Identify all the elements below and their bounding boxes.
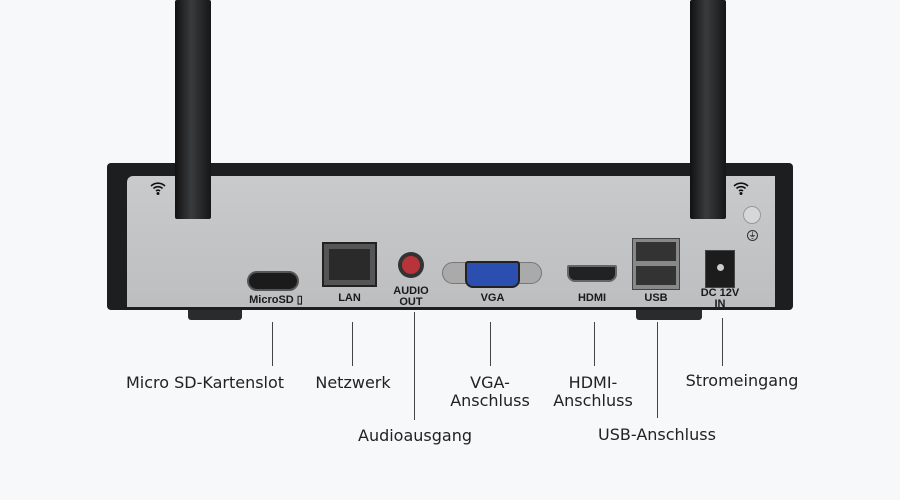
wifi-icon	[732, 180, 750, 200]
hdmi-port[interactable]	[567, 265, 617, 282]
audio-out-port[interactable]	[398, 252, 424, 278]
lan-port[interactable]	[322, 242, 377, 287]
microsd-port-label: MicroSD ▯	[249, 294, 303, 306]
callout-hdmi: HDMI-Anschluss	[553, 373, 633, 410]
device-foot	[636, 308, 702, 320]
microsd-slot[interactable]	[247, 271, 299, 291]
callout-line	[490, 322, 491, 366]
callout-line	[352, 322, 353, 366]
callout-microsd: Micro SD-Kartenslot	[125, 373, 285, 392]
callout-usb: USB-Anschluss	[598, 425, 716, 444]
callout-power: Stromeingang	[685, 371, 799, 390]
callout-line	[272, 322, 273, 366]
screw	[743, 206, 761, 224]
hdmi-port-label: HDMI	[577, 292, 607, 304]
vga-port-label: VGA	[480, 292, 505, 304]
usb-ports[interactable]	[632, 238, 680, 290]
right-antenna	[690, 0, 726, 219]
vga-port[interactable]	[465, 261, 520, 288]
callout-line	[657, 322, 658, 418]
dc-power-port[interactable]	[705, 250, 735, 288]
callout-vga: VGA-Anschluss	[450, 373, 530, 410]
callout-line	[594, 322, 595, 366]
ground-icon: ⏚	[747, 230, 758, 241]
usb-port-label: USB	[644, 292, 668, 304]
device-foot	[188, 308, 242, 320]
left-antenna	[175, 0, 211, 219]
lan-port-label: LAN	[338, 292, 361, 304]
wifi-icon	[149, 180, 167, 200]
callout-lan: Netzwerk	[315, 373, 391, 392]
callout-line	[722, 318, 723, 366]
callout-audio: Audioausgang	[357, 426, 473, 445]
callout-line	[414, 312, 415, 420]
